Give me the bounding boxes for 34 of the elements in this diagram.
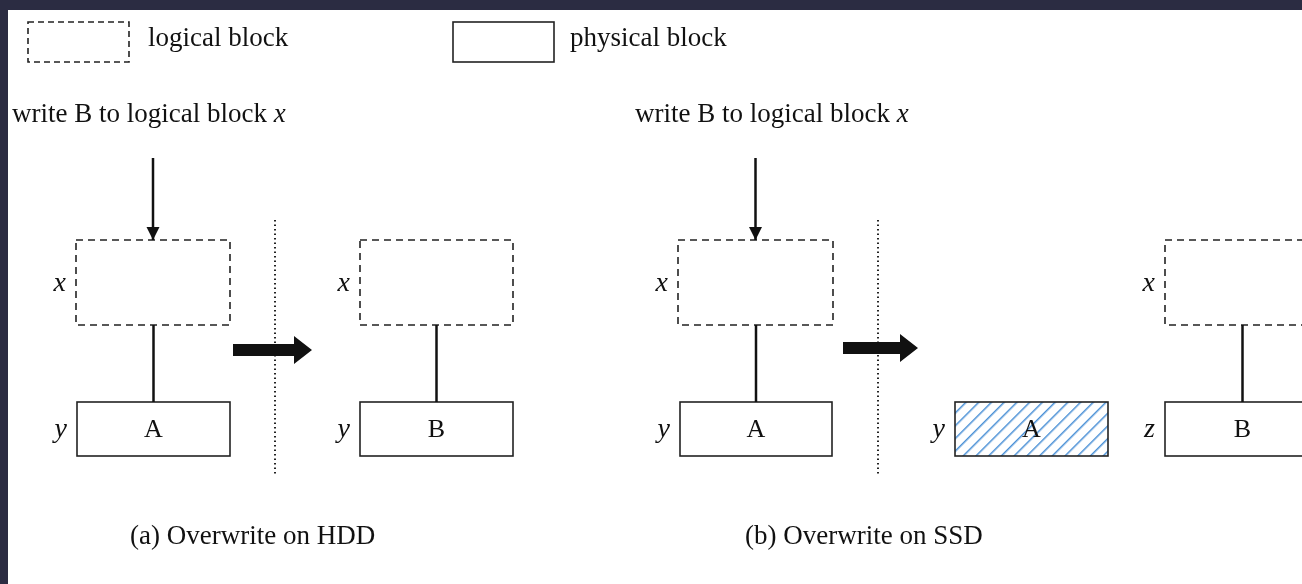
logical-block-box [677,239,834,326]
connector-line [754,325,758,402]
block-address: x [53,265,66,298]
block-content: B [427,414,446,444]
logical-block-box [1164,239,1302,326]
connector-line [1241,325,1244,402]
instruction-text: write B to logical block x [12,98,286,129]
block-address: y [932,412,945,444]
arrow [146,158,160,240]
block-address: x [655,265,668,298]
block-content: A [746,414,766,444]
connector-line [435,325,438,402]
caption: (a) Overwrite on HDD [130,520,376,551]
block-address: x [337,265,350,298]
block-address: z [1144,412,1155,444]
invalid-block-box [954,401,1109,457]
caption: (b) Overwrite on SSD [745,520,983,551]
logical-block-box [359,239,514,326]
block-address: y [54,412,67,444]
logical-block-box [75,239,231,326]
block-address: y [657,412,670,444]
legend-label: physical block [570,22,727,53]
legend-label: logical block [148,22,289,53]
block-address: x [1142,265,1155,298]
block-address: y [337,412,350,444]
instruction-text: write B to logical block x [635,98,909,129]
physical-block-box [1164,401,1302,457]
physical-block-box [679,401,833,457]
connector-line [152,325,155,402]
physical-block-box [76,401,231,457]
physical-block-box [359,401,514,457]
block-content: B [1233,414,1252,444]
block-content: A [144,414,163,444]
arrow [749,158,762,240]
